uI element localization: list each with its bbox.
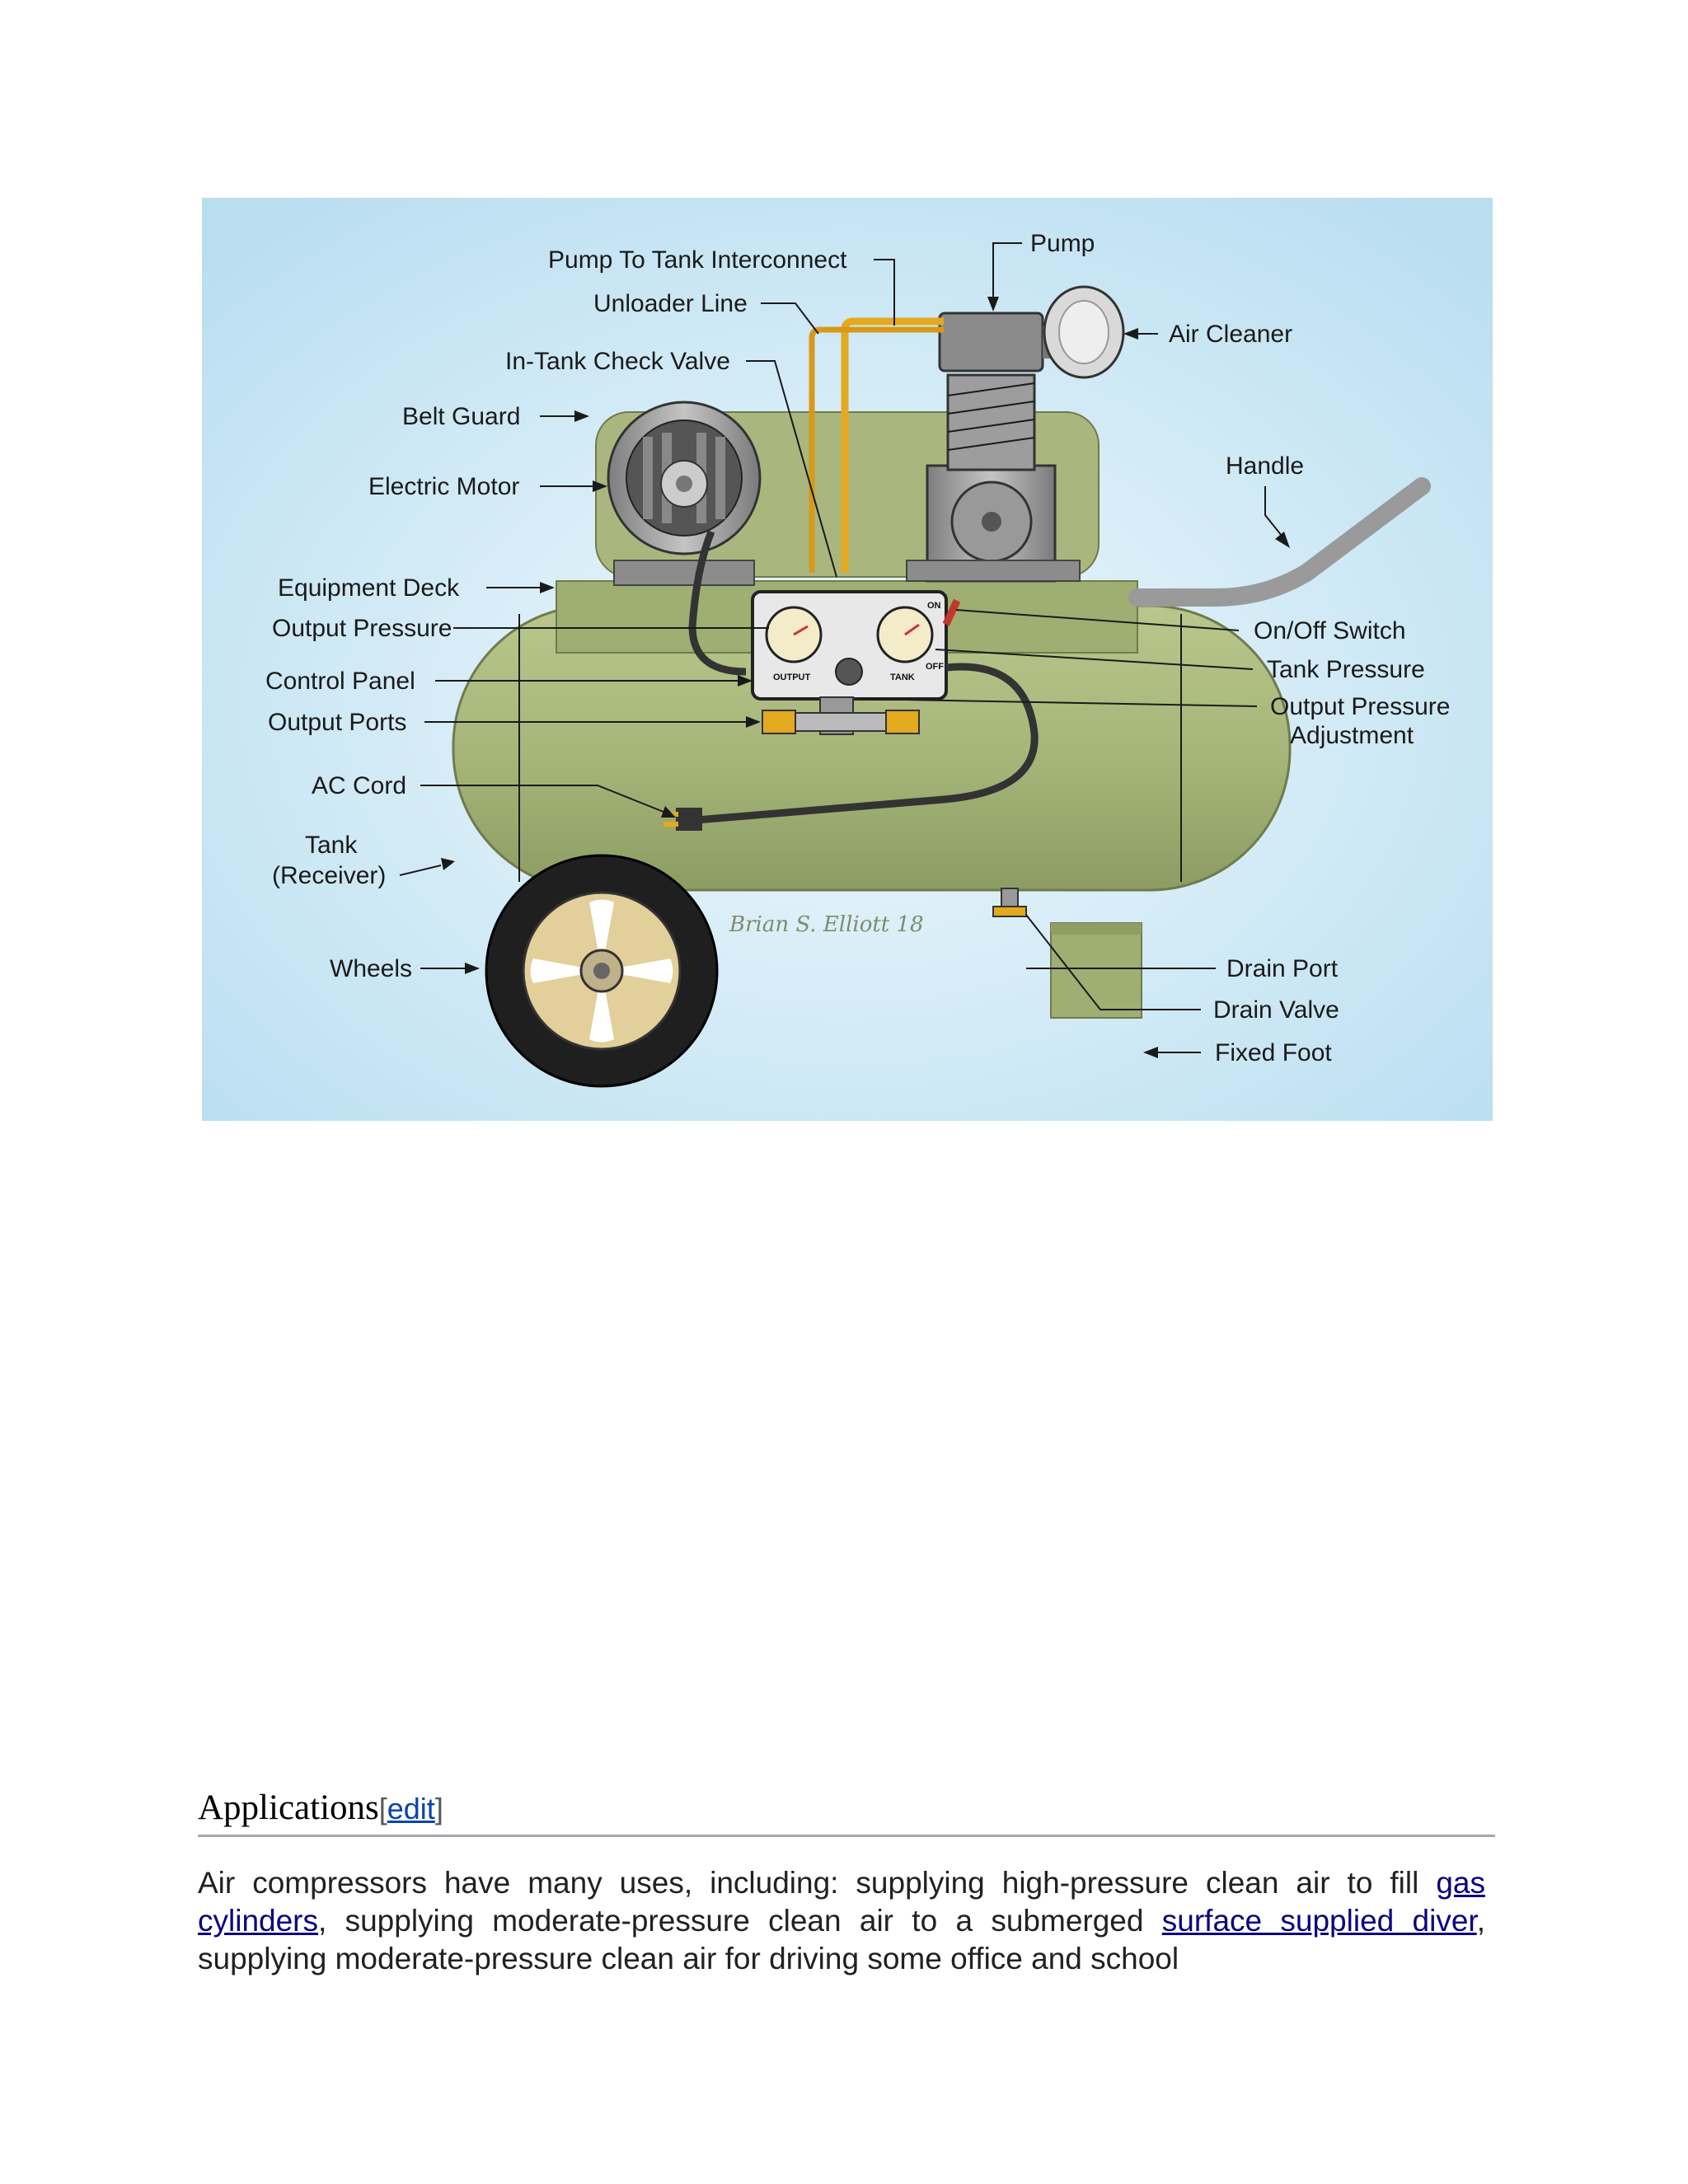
label-output-pressure: Output Pressure [272,615,452,642]
artist-signature: Brian S. Elliott 18 [729,912,924,937]
drain-valve [992,906,1027,917]
applications-paragraph: Air compressors have many uses, includin… [198,1864,1485,1978]
label-drain-valve: Drain Valve [1213,996,1339,1024]
label-wheels: Wheels [330,955,412,982]
edit-bracket-close: ] [434,1792,443,1825]
label-unloader-line: Unloader Line [593,290,748,317]
edit-bracket-open: [ [378,1792,387,1825]
pump [906,312,1081,583]
label-pump: Pump [1030,230,1095,257]
panel-off-text: OFF [926,662,944,672]
label-tank-line1: Tank [305,832,358,859]
label-handle: Handle [1226,452,1304,480]
label-pump-to-tank: Pump To Tank Interconnect [548,246,847,274]
label-in-tank-check-valve: In-Tank Check Valve [505,348,730,375]
edit-link[interactable]: edit [387,1792,435,1825]
label-control-panel: Control Panel [265,668,415,695]
label-ac-cord: AC Cord [312,772,406,799]
air-compressor-diagram: ON OFF OUTPUT TANK Brian S. Elliott 18 P… [202,198,1493,1121]
gas-cylinders-link[interactable]: gas cylinders [198,1866,1485,1938]
paragraph-text: , supplying moderate-pressure clean air … [198,1904,1485,1975]
surface-supplied-diver-link[interactable]: surface supplied diver [1161,1904,1477,1938]
label-belt-guard: Belt Guard [402,403,520,430]
label-equipment-deck: Equipment Deck [278,574,460,602]
control-panel: ON OFF OUTPUT TANK [751,590,961,701]
label-tank-line2: (Receiver) [272,862,386,889]
label-fixed-foot: Fixed Foot [1215,1039,1332,1066]
ac-plug [676,808,702,831]
label-on-off-switch: On/Off Switch [1254,617,1406,644]
output-ports [762,696,920,735]
paragraph-text: Air compressors have many uses, includin… [198,1866,1437,1900]
ac-plug-prong [663,822,678,827]
label-drain-port: Drain Port [1226,955,1339,982]
drain-port [1001,888,1019,907]
fixed-foot-top [1051,923,1142,935]
handle [1128,477,1431,607]
label-tank-pressure: Tank Pressure [1267,656,1425,683]
label-output-pressure-adj-line1: Output Pressure [1270,693,1450,720]
panel-tank-text: TANK [890,673,915,682]
electric-motor [607,401,762,586]
label-air-cleaner: Air Cleaner [1169,321,1292,348]
wheel [485,854,719,1088]
panel-on-text: ON [927,601,941,611]
section-heading-applications: Applications[edit] [198,1787,1495,1837]
motor-cord [688,530,747,676]
label-output-pressure-adj-line2: Adjustment [1290,722,1414,749]
unloader-line [809,326,944,573]
label-electric-motor: Electric Motor [368,473,519,500]
section-title: Applications [198,1788,379,1827]
paragraph-text: , supplying moderate-pressure clean air … [318,1904,1162,1938]
panel-output-text: OUTPUT [773,673,811,682]
ac-cord [696,663,1039,824]
label-output-ports: Output Ports [268,709,406,736]
air-cleaner [1043,285,1125,379]
